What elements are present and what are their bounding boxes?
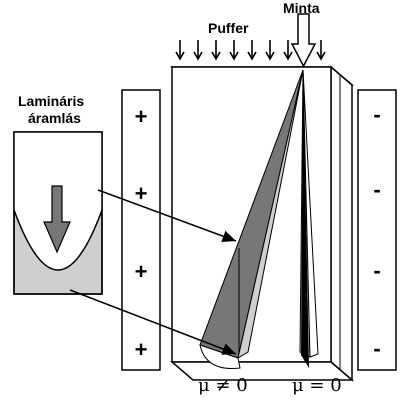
anode-sign-2: +: [134, 181, 148, 206]
deflected-band: [199, 69, 304, 370]
buffer-arrow-4: [229, 40, 239, 61]
cathode-strip: [357, 89, 397, 371]
buffer-arrow-5: [247, 40, 257, 61]
buffer-arrow-8: [316, 40, 326, 61]
straight-band: [299, 69, 319, 368]
chamber-right-face: [330, 65, 353, 382]
straight-fan-white: [302, 69, 319, 358]
laminar-flow-inset: [13, 131, 103, 295]
cathode-sign-2: -: [373, 177, 381, 202]
buffer-arrow-1: [175, 40, 185, 61]
pointer-arrow-upper: [97, 189, 237, 242]
buffer-arrow-6: [265, 40, 275, 61]
deflected-fan-light: [237, 69, 304, 360]
buffer-arrow-3: [211, 40, 221, 61]
cathode-sign-1: -: [373, 102, 381, 127]
buffer-label: Puffer: [208, 20, 249, 36]
laminar-label-line2: áramlás: [28, 110, 81, 126]
sample-label: Minta: [283, 0, 320, 16]
sample-inlet-arrow: [290, 13, 317, 68]
mu-nonzero-label: μ ≠ 0: [198, 375, 248, 396]
cathode-sign-4: -: [373, 336, 381, 361]
laminar-velocity-profile: [13, 209, 103, 271]
deflected-band-base: [199, 344, 241, 370]
pointer-arrow-lower: [69, 289, 237, 355]
buffer-arrow-2: [193, 40, 203, 61]
buffer-arrows: [175, 40, 326, 61]
anode-sign-4: +: [134, 337, 148, 362]
mu-zero-label: μ = 0: [292, 375, 342, 396]
straight-fan-black: [301, 70, 309, 368]
anode-sign-3: +: [134, 259, 148, 284]
anode-sign-1: +: [134, 104, 148, 129]
anode-strip: [121, 89, 161, 371]
flow-direction-arrow: [43, 185, 71, 254]
cathode-sign-3: -: [373, 258, 381, 283]
buffer-arrow-7: [283, 40, 293, 61]
laminar-label-line1: Lamináris: [18, 93, 85, 109]
